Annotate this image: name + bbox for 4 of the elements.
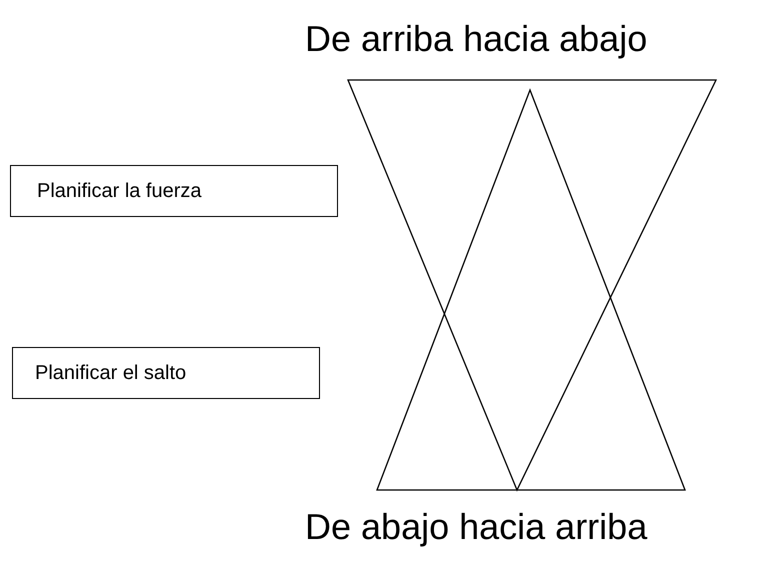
heading-text: De abajo hacia arriba [305, 506, 648, 548]
heading-text: De arriba hacia abajo [305, 18, 648, 60]
text-box: Planificar la fuerza [10, 165, 338, 217]
text-box: Planificar el salto [12, 347, 320, 399]
